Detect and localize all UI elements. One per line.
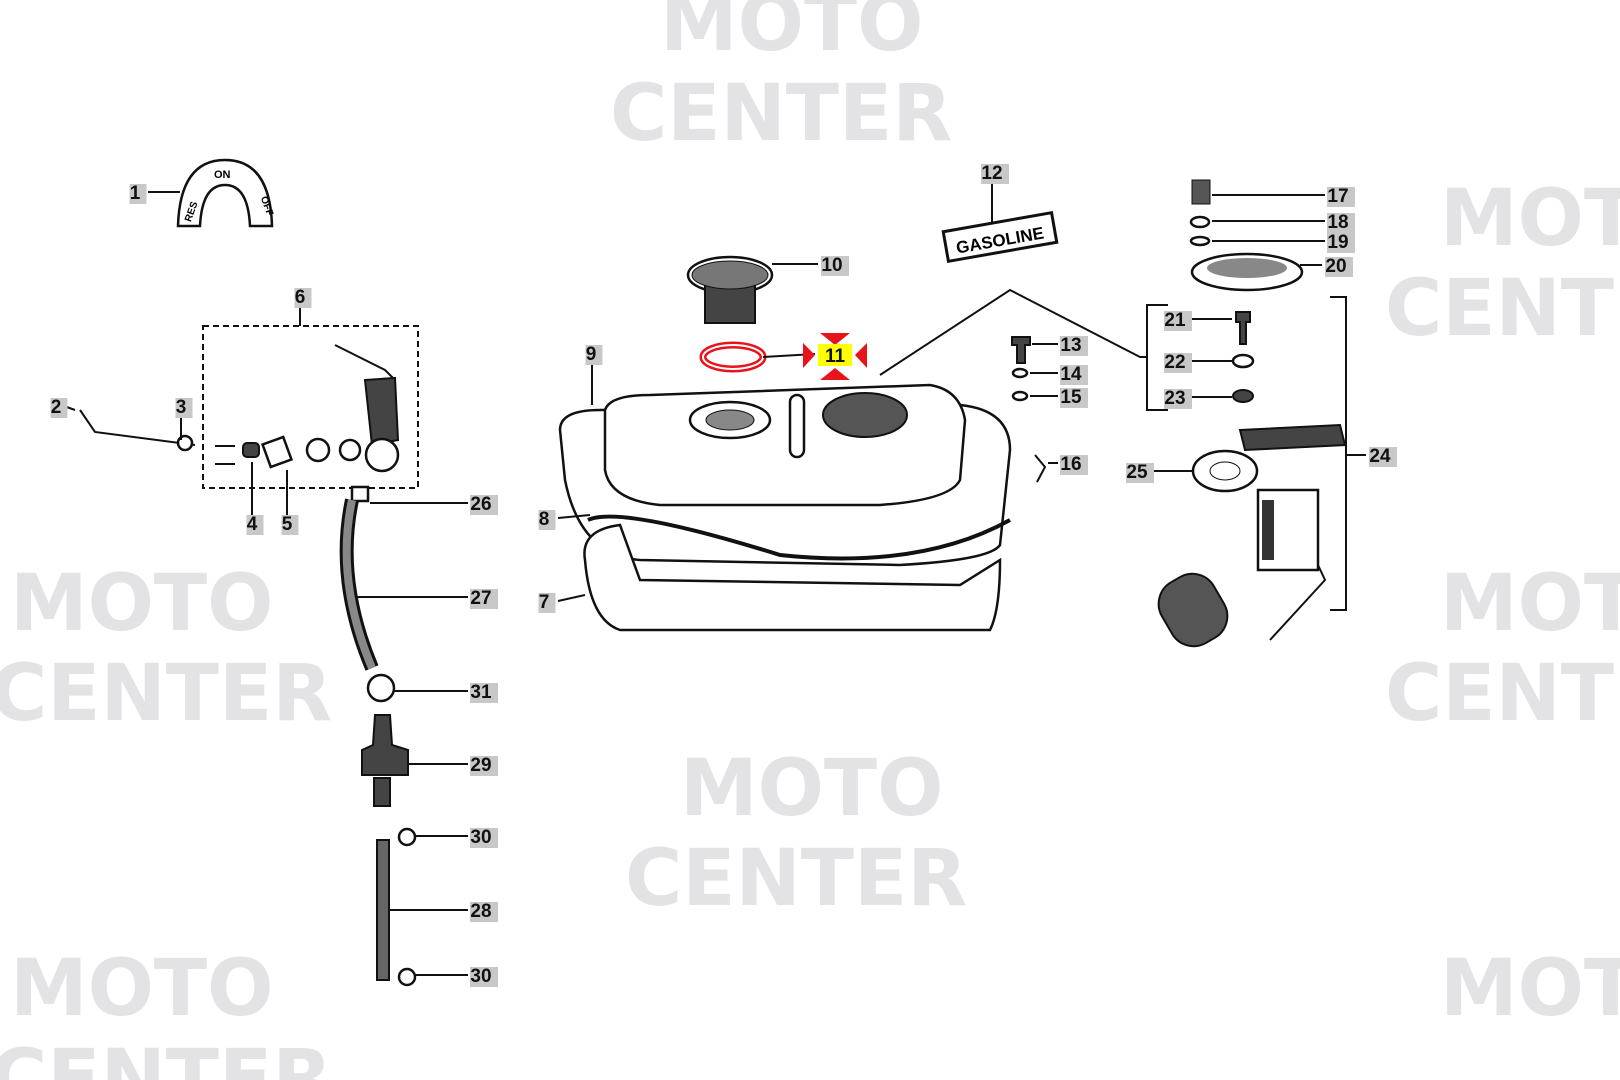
fuel-switch-decal: ON RES OFF: [176, 158, 275, 228]
callout-31[interactable]: 31: [470, 682, 492, 703]
watermark-text: MOTO: [1440, 559, 1620, 649]
highlight-markers: [803, 333, 867, 380]
callout-shadow: [470, 967, 498, 987]
callout-shadow: [538, 510, 556, 530]
callout-shadow: [1327, 213, 1355, 233]
callout-shadow: [470, 683, 498, 703]
watermark-text: CENTER: [0, 649, 332, 739]
gasoline-decal: GASOLINE: [941, 210, 1059, 264]
callout-30[interactable]: 30: [470, 827, 491, 848]
callout-shadow: [294, 288, 312, 308]
watermark-text: MOTO: [1440, 944, 1620, 1034]
callout-28[interactable]: 28: [470, 901, 491, 922]
callout-shadow: [1164, 389, 1192, 409]
callout-shadow: [821, 256, 849, 276]
callout-8[interactable]: 8: [539, 509, 550, 530]
leader-lines: [63, 182, 1366, 976]
callout-shadow: [175, 398, 193, 418]
callout-15[interactable]: 15: [1060, 387, 1082, 408]
callout-13[interactable]: 13: [1060, 335, 1081, 356]
watermark-text: MOTO: [660, 0, 923, 69]
callout-shadow: [470, 828, 498, 848]
callout-11[interactable]: 11: [825, 346, 846, 367]
callout-26[interactable]: 26: [470, 494, 491, 515]
callout-shadow: [981, 164, 1009, 184]
watermark-text: CENTER: [610, 69, 952, 159]
callout-10[interactable]: 10: [821, 255, 842, 276]
callout-shadow: [470, 756, 498, 776]
callout-shadow: [1060, 455, 1088, 475]
watermark-text: CENTER: [0, 1034, 332, 1080]
callout-shadow: [1325, 257, 1353, 277]
callout-5[interactable]: 5: [282, 514, 293, 535]
fuel-level-sender: [1157, 423, 1347, 648]
callout-27[interactable]: 27: [470, 588, 491, 609]
watermark-text: CENTER: [1385, 649, 1620, 739]
callout-shadow: [1164, 353, 1192, 373]
callout-21[interactable]: 21: [1164, 310, 1186, 331]
fuel-line: [339, 485, 417, 987]
watermark-text: MOTO: [10, 944, 273, 1034]
callout-1[interactable]: 1: [130, 183, 141, 204]
callout-25[interactable]: 25: [1126, 462, 1148, 483]
callout-30[interactable]: 30: [470, 966, 491, 987]
watermark-text: CENTER: [1385, 264, 1620, 354]
callout-16[interactable]: 16: [1060, 454, 1081, 475]
callout-shadow: [50, 398, 68, 418]
callout-shadow: [538, 593, 556, 613]
callout-17[interactable]: 17: [1327, 186, 1348, 207]
callout-shadow: [1060, 365, 1088, 385]
watermark-text: CENTER: [625, 834, 967, 924]
fuel-tap: [79, 344, 400, 473]
callout-7[interactable]: 7: [539, 592, 550, 613]
callout-shadow: [1060, 388, 1088, 408]
highlighted-seal-ring: [699, 341, 767, 373]
callout-20[interactable]: 20: [1325, 256, 1346, 277]
watermark-text: MOTO: [1440, 174, 1620, 264]
callout-shadow: [470, 902, 498, 922]
watermark-text: MOTO: [680, 744, 943, 834]
fuel-tank: [558, 383, 1012, 632]
hardware-parts: [1011, 179, 1304, 493]
callout-12[interactable]: 12: [981, 163, 1002, 184]
callout-shadow: [470, 495, 498, 515]
fuel-tap-group-box: [202, 325, 419, 489]
callout-shadow: [1060, 336, 1088, 356]
callout-6[interactable]: 6: [295, 287, 306, 308]
callout-9[interactable]: 9: [586, 344, 597, 365]
callout-shadow: [129, 184, 147, 204]
tank-cap: [686, 255, 774, 324]
callout-shadow: [246, 515, 264, 535]
callout-23[interactable]: 23: [1164, 388, 1185, 409]
callout-shadow: [1126, 463, 1154, 483]
callout-14[interactable]: 14: [1060, 364, 1082, 385]
callout-shadow: [1327, 233, 1355, 253]
callout-24[interactable]: 24: [1369, 446, 1391, 467]
callout-3[interactable]: 3: [176, 397, 187, 418]
callout-shadow: [585, 345, 603, 365]
callout-19[interactable]: 19: [1327, 232, 1348, 253]
watermark-text: MOTO: [10, 559, 273, 649]
callout-shadow: [1327, 187, 1355, 207]
callout-2[interactable]: 2: [51, 397, 62, 418]
callout-18[interactable]: 18: [1327, 212, 1348, 233]
callout-22[interactable]: 22: [1164, 352, 1185, 373]
callout-shadow: [1369, 447, 1397, 467]
callout-shadow: [470, 589, 498, 609]
callout-4[interactable]: 4: [247, 514, 258, 535]
callout-shadow: [281, 515, 299, 535]
callout-29[interactable]: 29: [470, 755, 491, 776]
callout-shadow: [1164, 311, 1192, 331]
decal-on-text: ON: [214, 169, 231, 181]
